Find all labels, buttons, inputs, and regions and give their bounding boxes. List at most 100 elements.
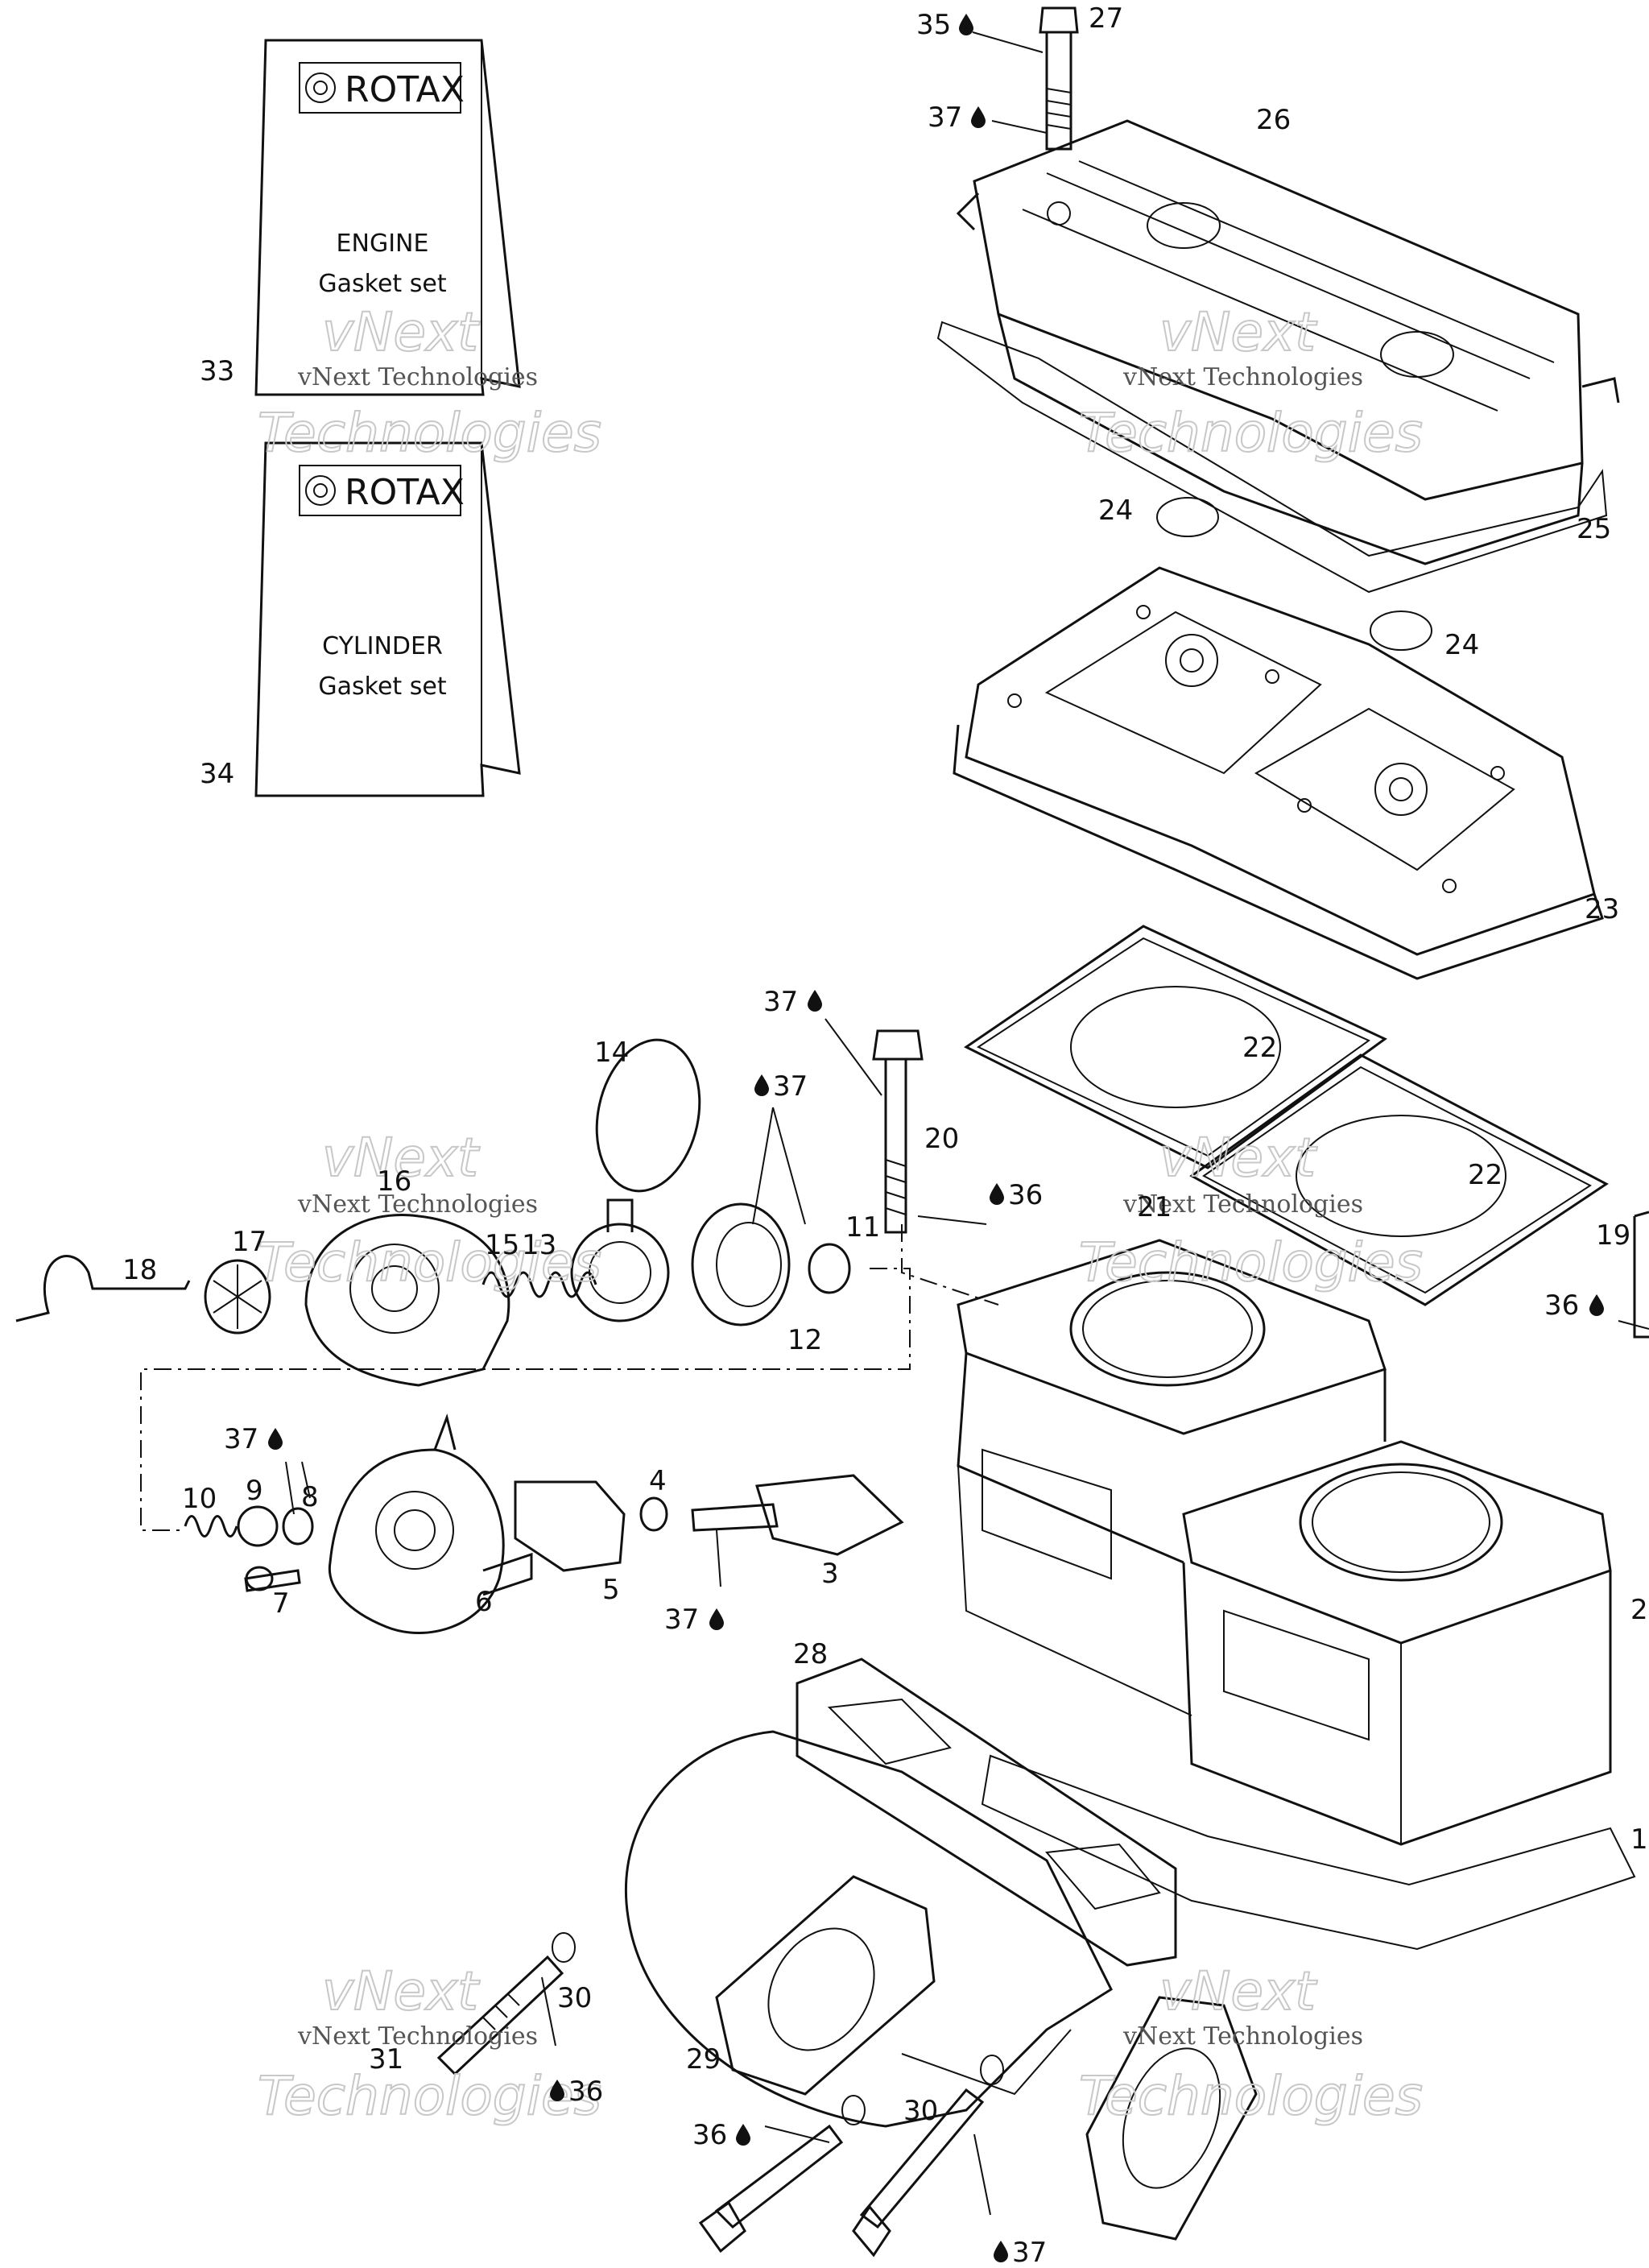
- watermark-text-2: vNext Technologies: [1122, 363, 1363, 391]
- callout-24-a: 24: [1098, 495, 1133, 527]
- retaining-spring-wire: [15, 1255, 191, 1322]
- callout-2: 2: [1630, 1594, 1648, 1626]
- cylinder-block: [957, 1239, 1612, 1846]
- exhaust-gasket: [796, 1658, 1177, 1967]
- callout-10: 10: [182, 1483, 217, 1515]
- callout-31: 31: [369, 2043, 403, 2076]
- callout-6: 6: [475, 1586, 493, 1618]
- callouts: 27 35 37 26 24 25 24 23 37 22 22 20 36 2…: [122, 2, 1648, 2268]
- callout-1: 1: [1630, 1823, 1648, 1856]
- engine-gasket-kit: ROTAX ENGINE Gasket set: [254, 39, 521, 396]
- pump-seal: [282, 1507, 314, 1546]
- callout-5: 5: [602, 1574, 620, 1606]
- cylinder-base-gasket: [981, 1754, 1636, 1951]
- callout-28: 28: [793, 1638, 828, 1670]
- callout-25: 25: [1577, 513, 1611, 545]
- callout-37-d: 37: [224, 1423, 258, 1455]
- callout-35: 35: [916, 9, 951, 41]
- exhaust-flange-gasket: [1085, 1996, 1258, 2241]
- kit-line-engine-1: ENGINE: [337, 230, 429, 258]
- callout-30-a: 30: [557, 1982, 592, 2014]
- callout-12: 12: [787, 1324, 822, 1356]
- manifold-bolt-lower-b: [852, 2088, 985, 2258]
- shaft-washer: [639, 1496, 668, 1532]
- callout-27: 27: [1089, 2, 1123, 35]
- callout-36-b: 36: [1544, 1289, 1579, 1322]
- callout-22-a: 22: [1242, 1032, 1277, 1064]
- pump-housing: [328, 1413, 533, 1634]
- valve-piston: [570, 1198, 670, 1322]
- callout-22-b: 22: [1468, 1159, 1502, 1191]
- callout-16: 16: [377, 1165, 411, 1198]
- kit-brand-cylinder: ROTAX: [345, 472, 465, 513]
- callout-37-e: 37: [664, 1604, 699, 1636]
- kit-line-engine-2: Gasket set: [318, 270, 446, 298]
- head-gasket-left: [964, 925, 1387, 1169]
- callout-7: 7: [272, 1587, 290, 1620]
- callout-36-d: 36: [692, 2119, 727, 2151]
- watermark-text-3: vNext Technologies: [297, 1190, 538, 1219]
- callout-19: 19: [1596, 1219, 1630, 1252]
- head-cover-gasket: [936, 321, 1608, 594]
- callout-37-b: 37: [763, 986, 798, 1018]
- kit-line-cylinder-1: CYLINDER: [322, 632, 443, 660]
- pump-impeller-shaft: [691, 1474, 904, 1556]
- cylinder-gasket-kit: ROTAX CYLINDER Gasket set: [254, 441, 521, 797]
- valve-o-ring-large: [595, 1038, 701, 1193]
- watermark-big-6a: vNext: [1159, 1960, 1317, 2022]
- watermark-big-3a: vNext: [322, 1127, 480, 1189]
- kit-line-cylinder-2: Gasket set: [318, 673, 446, 701]
- o-ring-right: [1370, 610, 1432, 651]
- watermark-text-4: vNext Technologies: [1122, 1190, 1363, 1219]
- callout-11: 11: [845, 1211, 880, 1244]
- valve-cap: [204, 1259, 271, 1335]
- watermark-big-3b: Technologies: [258, 1231, 601, 1293]
- callout-9: 9: [246, 1475, 263, 1507]
- manifold-bolt-lower-a: [698, 2124, 844, 2254]
- pump-washer: [237, 1505, 279, 1547]
- watermark-text-6: vNext Technologies: [1122, 2022, 1363, 2051]
- callout-3: 3: [821, 1558, 839, 1590]
- pump-spring: [184, 1515, 238, 1538]
- watermark-big-2b: Technologies: [1079, 402, 1423, 464]
- watermark-text-1: vNext Technologies: [297, 363, 538, 391]
- callout-17: 17: [232, 1226, 267, 1258]
- leader-lines: [285, 31, 1649, 2216]
- washer-lower-b: [980, 2055, 1004, 2085]
- long-stud-bolt: [1633, 1211, 1649, 1339]
- cylinder-head: [953, 566, 1604, 980]
- compression-spring: [481, 1271, 597, 1298]
- callout-36-a: 36: [1008, 1179, 1043, 1211]
- callout-34: 34: [200, 758, 234, 790]
- valve-housing-cover: [304, 1214, 510, 1387]
- small-o-ring: [808, 1243, 851, 1294]
- head-cover-bolt: [1039, 6, 1079, 151]
- watermark-big-1a: vNext: [322, 301, 480, 363]
- callout-23: 23: [1585, 893, 1619, 925]
- callout-15: 15: [485, 1229, 519, 1261]
- washer-lower-a: [841, 2095, 866, 2125]
- cylinder-bolt: [872, 1029, 924, 1234]
- callout-29: 29: [686, 2043, 721, 2076]
- watermark: vNext Technologies vNext Technologies vN…: [257, 300, 1424, 2128]
- manifold-stud-left: [436, 1955, 564, 2076]
- watermark-big-4a: vNext: [1159, 1127, 1317, 1189]
- head-gasket-right: [1189, 1053, 1609, 1306]
- watermark-big-2a: vNext: [1159, 301, 1317, 363]
- pump-gasket: [514, 1480, 626, 1572]
- callout-4: 4: [649, 1465, 667, 1497]
- kit-brand-engine: ROTAX: [345, 69, 465, 110]
- callout-37-f: 37: [1012, 2237, 1047, 2268]
- watermark-big-5b: Technologies: [258, 2065, 601, 2127]
- watermark-big-5a: vNext: [322, 1960, 480, 2022]
- callout-26: 26: [1256, 104, 1291, 136]
- callout-8: 8: [301, 1481, 319, 1513]
- watermark-big-1b: Technologies: [258, 402, 601, 464]
- watermark-big-6b: Technologies: [1079, 2065, 1423, 2127]
- exhaust-manifold: [624, 1730, 1113, 2128]
- callout-21: 21: [1137, 1191, 1172, 1223]
- callout-30-b: 30: [903, 2095, 938, 2127]
- watermark-text-5: vNext Technologies: [297, 2022, 538, 2051]
- callout-13: 13: [522, 1229, 556, 1261]
